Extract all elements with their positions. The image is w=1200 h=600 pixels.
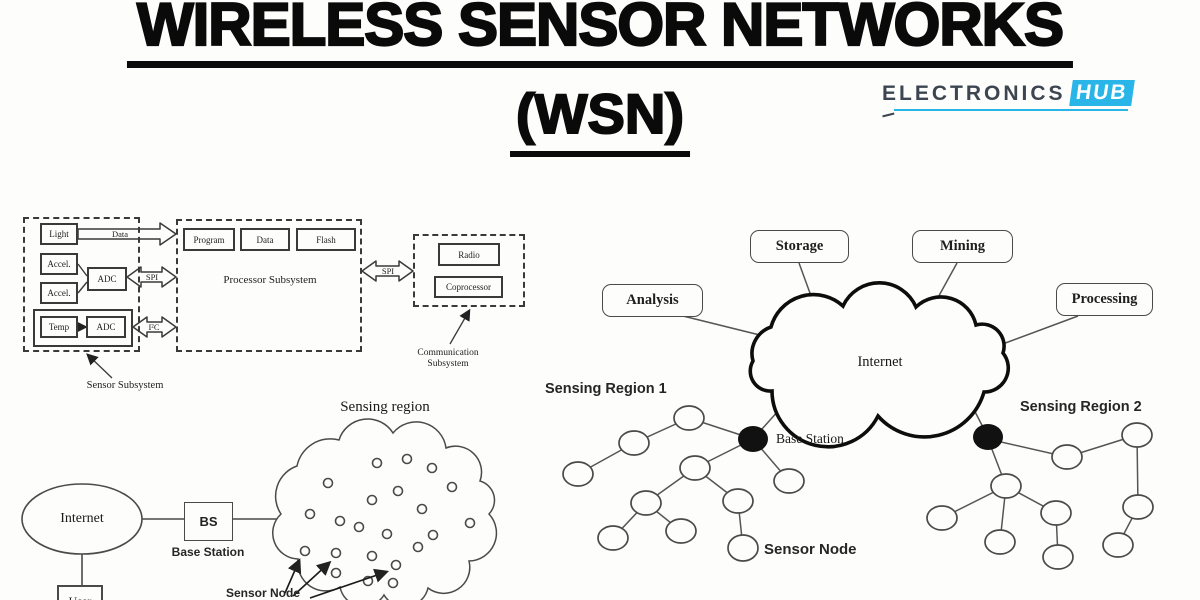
base-station-box: BS [184, 502, 233, 541]
spi-bus-label: SPI [381, 266, 395, 276]
service-box-analysis: Analysis [602, 284, 703, 317]
sensor-subsystem-box [23, 217, 140, 352]
base-station-2-node [973, 424, 1003, 450]
accel-sensor-block: Accel. [40, 253, 78, 275]
base-station-caption: Base Station [171, 545, 245, 559]
communication-subsystem-caption: Communication Subsystem [417, 348, 479, 370]
service-box-storage: Storage [750, 230, 849, 263]
data-bus-label: Data [111, 229, 129, 239]
brand-logo-text: ELECTRONICS [882, 81, 1066, 105]
sensor-architecture-connectors [75, 263, 88, 334]
data-memory-block: Data [240, 228, 290, 251]
sensing-region-label: Sensing region [340, 399, 430, 415]
temp-adc-group-box [33, 309, 133, 347]
page-title: WIRELESS SENSOR NETWORKS [126, 0, 1074, 68]
internet-ellipse [21, 483, 143, 555]
radio-block: Radio [438, 243, 500, 266]
base-station-label: Base Station [776, 431, 844, 446]
internet-label: Internet [60, 511, 104, 526]
caption-leader-arrows [86, 308, 471, 379]
sensing-region-1-label: Sensing Region 1 [545, 381, 667, 397]
i2c-bus-label: I²C [148, 322, 160, 332]
brand-logo-suffix: HUB [1068, 80, 1134, 106]
sensor-subsystem-caption: Sensor Subsystem [86, 380, 164, 391]
base-station-1-node [738, 426, 768, 452]
brand-logo: ELECTRONICS HUB [881, 80, 1134, 118]
adc-block: ADC [86, 316, 126, 338]
sensor-node-pointer-arrows [284, 558, 390, 599]
flash-memory-block: Flash [296, 228, 356, 251]
spi-bus-label: SPI [145, 272, 159, 282]
temp-sensor-block: Temp [40, 316, 78, 338]
sensor-node-caption: Sensor Node [225, 586, 300, 600]
service-box-processing: Processing [1056, 283, 1153, 316]
light-sensor-block: Light [40, 223, 78, 245]
sensor-tree-nodes [562, 405, 1154, 570]
communication-subsystem-box [413, 234, 525, 307]
internet-cloud-label: Internet [857, 354, 903, 370]
sensor-node-label: Sensor Node [764, 541, 857, 558]
brand-logo-underline-icon [881, 109, 1130, 118]
page-subtitle: (WSN) [510, 80, 690, 158]
processor-subsystem-box [176, 219, 362, 352]
accel-sensor-block: Accel. [40, 282, 78, 304]
service-box-mining: Mining [912, 230, 1013, 263]
user-box: User [57, 585, 103, 600]
program-memory-block: Program [183, 228, 235, 251]
coprocessor-block: Coprocessor [434, 276, 503, 298]
sensing-region-2-label: Sensing Region 2 [1020, 399, 1142, 415]
internet-cloud [748, 281, 1011, 449]
adc-block: ADC [87, 267, 127, 291]
processor-subsystem-label: Processor Subsystem [223, 274, 317, 286]
